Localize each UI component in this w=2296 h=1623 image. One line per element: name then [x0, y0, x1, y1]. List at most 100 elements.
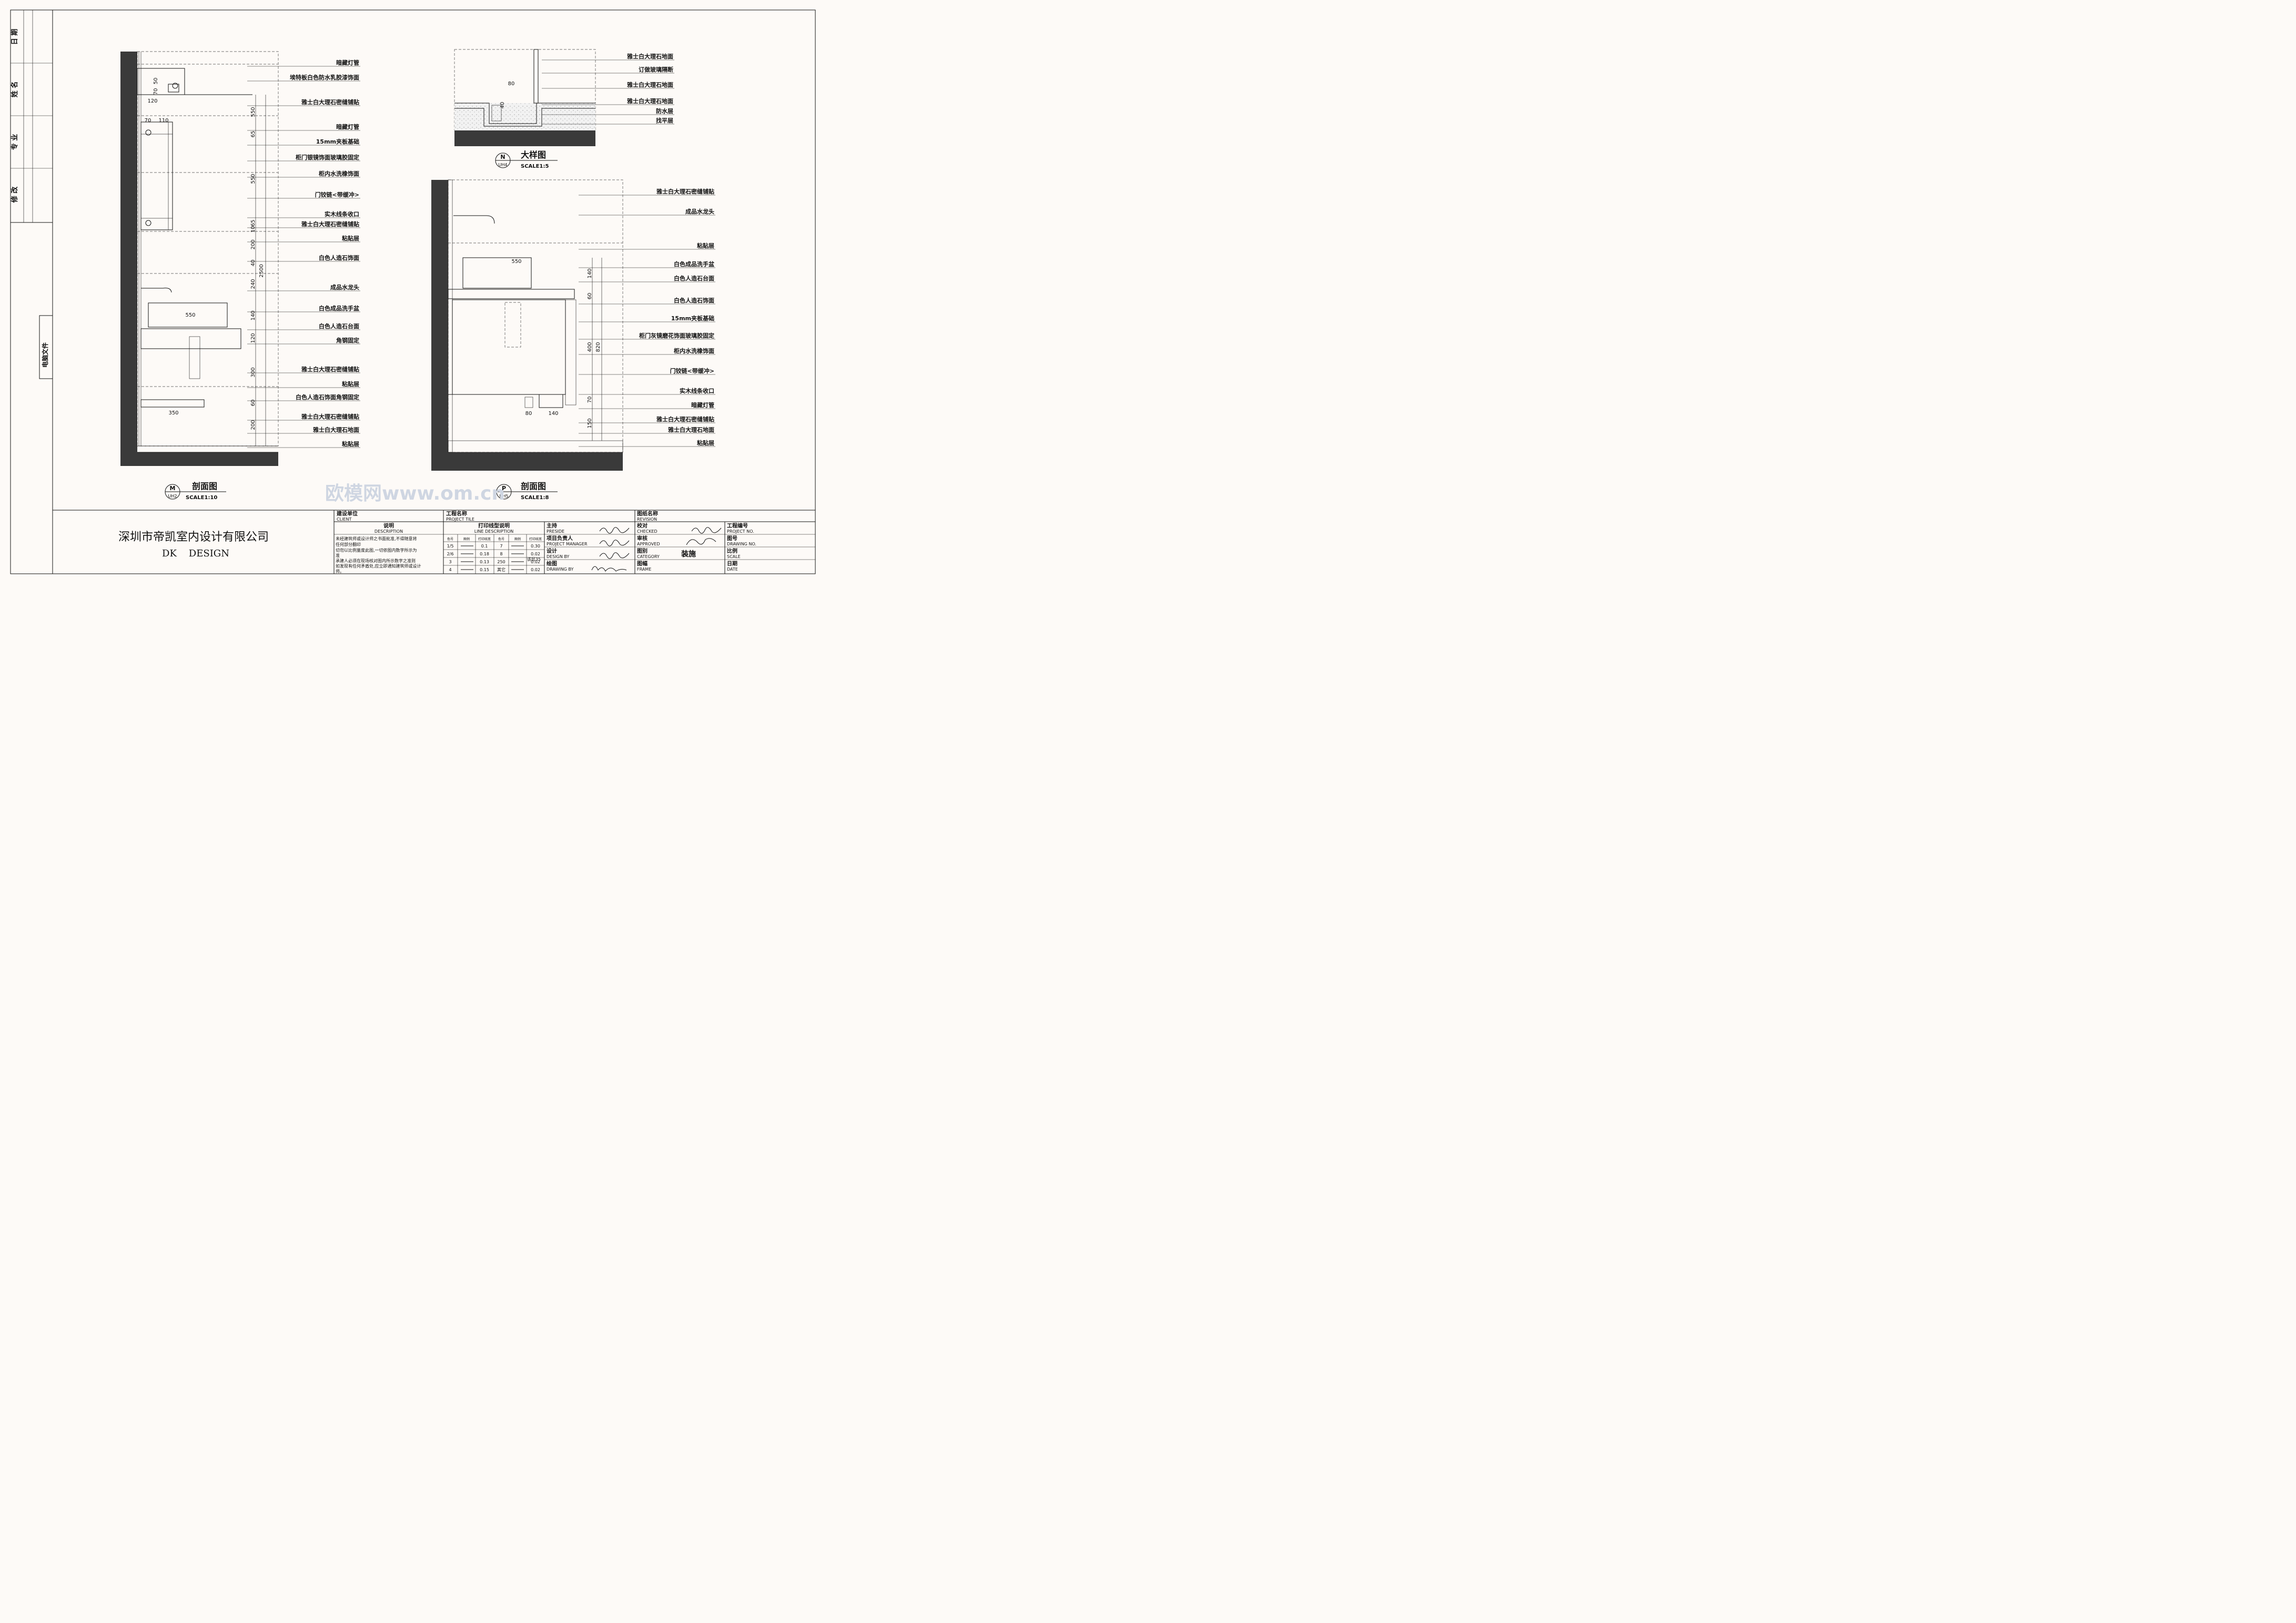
marker-p-sheet: UH5 — [500, 494, 509, 499]
section-m-labels: 暗藏灯管埃特板白色防水乳胶漆饰面雅士白大理石密缝铺贴暗藏灯管15mm夹板基础柜门… — [247, 59, 360, 448]
drawing-name-cn: 图纸名称 — [637, 510, 658, 517]
design-cn: 设计 — [547, 547, 557, 554]
desc-cn: 说明 — [383, 522, 394, 529]
section-p-dim: 400 — [587, 342, 593, 352]
section-m-label: 雅士白大理石地面 — [313, 426, 359, 433]
line-table-cell: 0.02 — [531, 560, 540, 564]
note-3: 切勿以比例量度此图,一切依图内数字所示为 — [336, 547, 417, 553]
category-value: 装施 — [681, 550, 696, 559]
dim-p-140: 140 — [548, 411, 558, 417]
detail-n-label: 雅士白大理石地面 — [627, 81, 673, 88]
line-h1: 色号 — [447, 537, 453, 541]
checked-en: CHECKED — [637, 529, 658, 534]
section-p-label: 白色人造石台面 — [674, 275, 714, 282]
line-desc-en: LINE DESCRIPTION — [474, 529, 514, 534]
signature-drawing — [591, 566, 627, 572]
section-m-dim-small: 50 — [153, 78, 159, 85]
line-table-cell: 0.13 — [480, 560, 489, 564]
line-table-cell: 0.1 — [481, 544, 488, 549]
line-desc-cn: 打印线型说明 — [478, 522, 510, 529]
revision-column: 日 期 姓 名 专 业 修 改 电脑文件 — [10, 9, 53, 379]
section-p: 550 80 140 — [431, 179, 623, 471]
date-cn: 日期 — [727, 560, 737, 567]
section-m-label: 粘贴层 — [342, 235, 359, 242]
section-m-dim: 120 — [250, 333, 256, 343]
marker-m-letter: M — [170, 485, 176, 492]
dim-p-80: 80 — [525, 411, 532, 417]
line-table-cell: 0.02 — [531, 552, 540, 556]
section-p-label: 柜内水洗橡饰面 — [673, 347, 714, 354]
project-no-cn: 工程编号 — [727, 522, 748, 529]
pm-en: PROJECT MANAGER — [547, 542, 588, 546]
approved-cn: 审核 — [637, 535, 648, 542]
section-m-label: 实木线条收口 — [325, 210, 359, 218]
section-m-label: 粘贴层 — [342, 440, 359, 448]
category-en: CATEGORY — [637, 554, 660, 559]
section-m-dim: 200 — [250, 239, 256, 249]
section-m-label: 雅士白大理石密缝铺贴 — [301, 413, 359, 420]
note-2: 任何部分翻印 — [336, 542, 361, 547]
detail-n-label: 防水层 — [656, 107, 673, 115]
section-m-label: 雅士白大理石密缝铺贴 — [301, 220, 359, 228]
section-m-title: 剖面图 — [192, 481, 217, 491]
line-h5: 图例 — [514, 537, 521, 541]
category-cn: 图别 — [637, 547, 648, 554]
detail-n-label: 订做玻璃隔断 — [639, 66, 673, 73]
section-m-label: 柜门银镜饰面玻璃胶固定 — [295, 154, 359, 161]
marker-m-sheet: UH2 — [168, 494, 177, 499]
dim-m-350: 350 — [168, 410, 178, 416]
signature-checked — [691, 527, 722, 534]
drawing-en: DRAWING BY — [547, 567, 573, 572]
client-en: CLIENT — [337, 517, 351, 522]
section-m-label: 柜内水洗橡饰面 — [318, 170, 359, 177]
section-m-dim: 240 — [250, 279, 256, 289]
section-m-label: 暗藏灯管 — [336, 59, 359, 66]
preside-cn: 主持 — [547, 522, 557, 529]
detail-n-title: 大样图 — [521, 150, 546, 160]
scale-cn: 比例 — [727, 547, 737, 554]
line-table-cell: 2/6 — [447, 552, 454, 556]
section-p-dim: 140 — [587, 268, 593, 278]
drawing-name-en: REVISION — [637, 517, 657, 522]
computer-file-label: 电脑文件 — [41, 342, 49, 368]
section-p-label: 15mm夹板基础 — [671, 315, 714, 322]
section-p-dim: 60 — [587, 293, 593, 300]
signature-approved — [686, 538, 716, 545]
section-m-dim-small: 70 — [153, 88, 159, 95]
sheet-border — [10, 9, 816, 574]
dim-p-550: 550 — [511, 259, 521, 265]
section-m-dim: 140 — [250, 310, 256, 320]
line-table-cell: 其它 — [497, 567, 505, 572]
company-name: 深圳市帝凯室内设计有限公司 — [118, 531, 269, 544]
dim-n-80: 80 — [508, 81, 515, 87]
section-m-label: 白色人造石台面 — [319, 322, 359, 330]
company-name-en: DK DESIGN — [162, 548, 229, 559]
dim-m-550-basin: 550 — [185, 312, 195, 318]
section-m-label: 白色成品洗手盆 — [319, 305, 360, 312]
detail-n-label: 雅士白大理石地面 — [627, 97, 673, 105]
dim-m-2500: 2500 — [259, 264, 265, 277]
signature-preside — [599, 527, 630, 534]
note-6: 如发现有任何矛盾处,应立即通知建筑师或设计 — [336, 563, 421, 569]
section-m-dims: 5506555065102004024014012030060200507070… — [145, 78, 256, 430]
section-m-scale: SCALE1:10 — [186, 495, 217, 501]
marker-p-letter: P — [502, 485, 506, 492]
scale-en: SCALE — [727, 554, 741, 559]
frame-en: FRAME — [637, 567, 651, 572]
line-table-cell: 3 — [449, 560, 451, 564]
detail-n-label: 找平层 — [656, 117, 673, 124]
section-m-dim-small: 110 — [158, 118, 168, 124]
section-m-label: 雅士白大理石密缝铺贴 — [301, 98, 359, 106]
drawing-no-cn: 图号 — [727, 535, 737, 542]
section-p-label: 成品水龙头 — [685, 208, 714, 215]
watermark: 欧模网www.om.cn — [325, 483, 505, 504]
section-m-dim-small: 120 — [147, 98, 157, 104]
project-en: PROJECT TILE — [446, 517, 474, 522]
section-p-label: 粘贴层 — [697, 242, 714, 249]
line-extra: 该层35 — [527, 556, 541, 562]
section-m-dim: 300 — [250, 367, 256, 377]
rev-major: 专 业 — [11, 134, 19, 150]
section-p-label: 门铰链<带缓冲> — [670, 367, 714, 374]
detail-n-marker: N UH4 大样图 SCALE1:5 — [495, 150, 558, 169]
marker-n-letter: N — [500, 154, 505, 160]
